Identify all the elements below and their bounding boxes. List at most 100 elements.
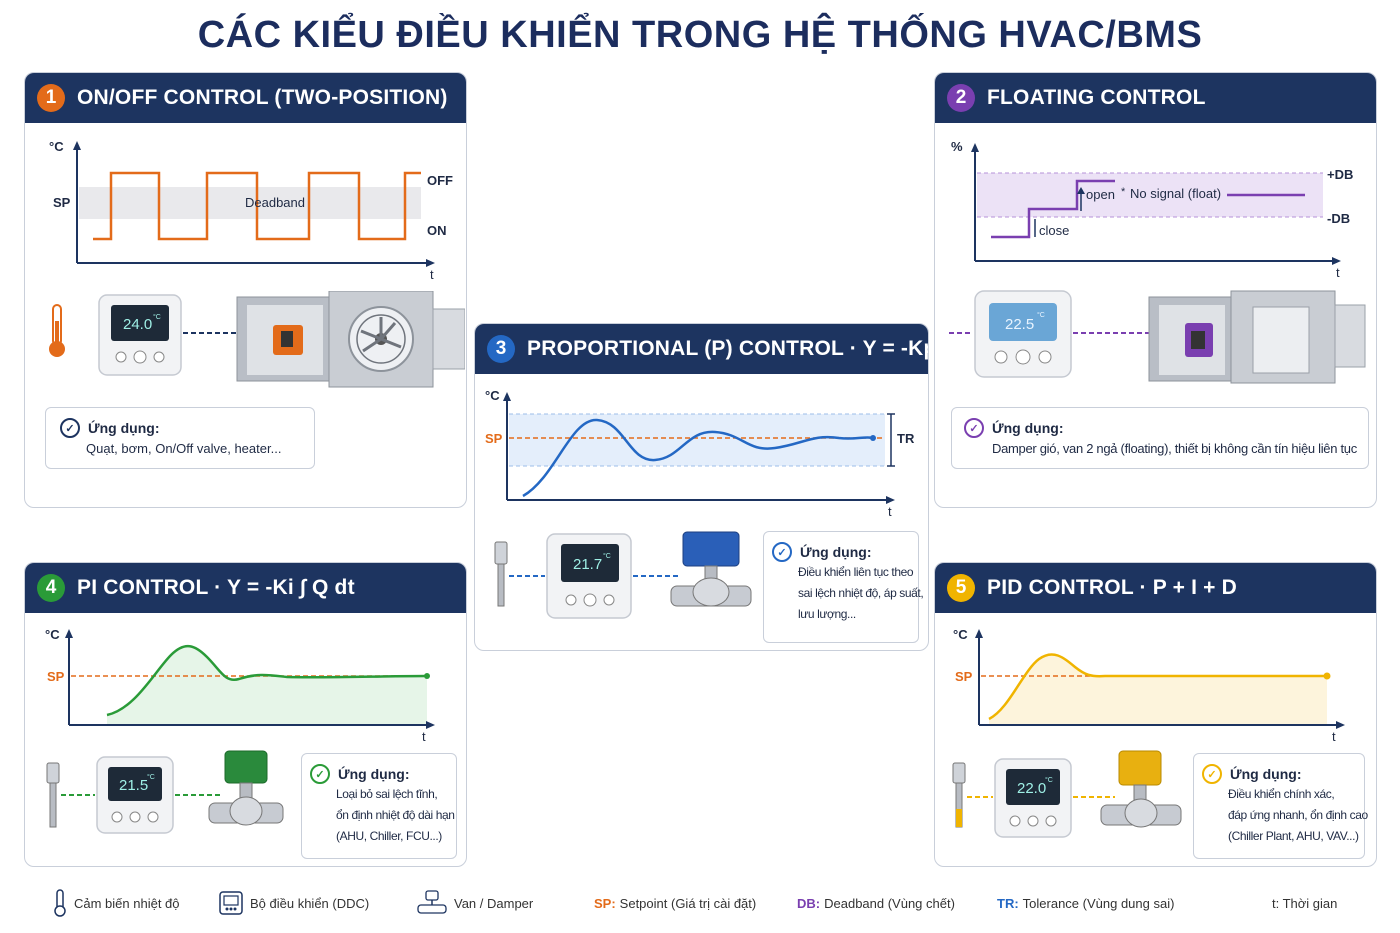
temperature-sensor-icon [494, 541, 508, 607]
application-line: ổn định nhiệt độ dài hạn [336, 808, 455, 822]
controller-display: 24.0 [123, 316, 152, 333]
damper-icon [1148, 290, 1366, 384]
legend-valve: Van / Damper [416, 886, 533, 920]
panel-header: 4 PI CONTROL · Y = -Ki ∫ Q dt [25, 563, 466, 613]
legend-controller: Bộ điều khiển (DDC) [218, 886, 369, 920]
panel-pid-control: 5 PID CONTROL · P + I + D °C SP t 22.0 °… [934, 562, 1377, 867]
x-axis-label: t [422, 729, 426, 744]
open-label: open [1086, 187, 1115, 202]
panel-title: PROPORTIONAL (P) CONTROL · Y = -Kp · Q [527, 337, 929, 360]
application-text: Damper gió, van 2 ngả (floating), thiết … [992, 441, 1357, 456]
response-area [107, 646, 427, 725]
y-unit-label: °C [49, 139, 64, 154]
floating-chart: % open * No signal (float) close +DB -DB… [951, 139, 1353, 280]
application-line: sai lệch nhiệt độ, áp suất, [798, 586, 924, 600]
legend-deadband: DB: Deadband (Vùng chết) [797, 886, 955, 920]
panel-header: 3 PROPORTIONAL (P) CONTROL · Y = -Kp · Q [475, 324, 928, 374]
on-label: ON [427, 223, 447, 238]
panel-title: PI CONTROL · Y = -Ki ∫ Q dt [77, 576, 355, 599]
application-line: Điều khiển liên tục theo [798, 565, 914, 579]
tr-label: TR [897, 431, 915, 446]
application-title: Ứng dụng: [88, 420, 160, 436]
y-unit-label: °C [45, 627, 60, 642]
panel-title: ON/OFF CONTROL (TWO-POSITION) [77, 86, 448, 109]
x-axis-label: t [1336, 265, 1340, 280]
panel-pi-control: 4 PI CONTROL · Y = -Ki ∫ Q dt °C SP t 21… [24, 562, 467, 867]
y-unit-label: °C [485, 388, 500, 403]
legend-label: Setpoint (Giá trị cài đặt) [619, 895, 757, 911]
onoff-chart: °C SP Deadband OFF ON t [49, 139, 453, 282]
check-icon: ✓ [1202, 764, 1222, 784]
controller-icon: 24.0 °C [98, 294, 182, 376]
onoff-signal-line [93, 171, 421, 241]
svg-text:*: * [1121, 186, 1126, 198]
plus-db-label: +DB [1327, 167, 1353, 182]
panel-number-badge: 2 [947, 84, 975, 112]
application-title: Ứng dụng: [1230, 766, 1302, 782]
application-box: ✓ Ứng dụng: Điều khiển liên tục theo sai … [763, 531, 924, 643]
pi-response-curve [106, 645, 428, 717]
legend-key: TR: [997, 895, 1019, 911]
proportional-equipment: 21.7 °C [494, 531, 752, 619]
check-icon: ✓ [772, 542, 792, 562]
application-box: ✓Ứng dụng: Damper gió, van 2 ngả (floati… [951, 407, 1369, 469]
onoff-equipment: 24.0 °C [49, 291, 465, 388]
application-title: Ứng dụng: [338, 766, 410, 782]
panel-onoff-control: 1 ON/OFF CONTROL (TWO-POSITION) °C SP De… [24, 72, 467, 508]
svg-text:°C: °C [147, 773, 155, 781]
sp-label: SP [53, 195, 71, 210]
panel-header: 1 ON/OFF CONTROL (TWO-POSITION) [25, 73, 466, 123]
svg-text:°C: °C [1045, 776, 1053, 784]
application-box: ✓ Ứng dụng: Loại bỏ sai lệch tĩnh, ổn địn… [301, 753, 457, 859]
application-title: Ứng dụng: [992, 420, 1064, 436]
application-box: ✓Ứng dụng: Điều khiển chính xác, đáp ứng… [1193, 753, 1368, 859]
x-axis-label: t [430, 267, 434, 282]
page-title: CÁC KIỂU ĐIỀU KHIỂN TRONG HỆ THỐNG HVAC/… [197, 14, 1203, 56]
application-line: (AHU, Chiller, FCU...) [336, 829, 442, 843]
damper-fan-icon [236, 291, 465, 388]
response-area [989, 654, 1327, 725]
legend-label: Tolerance (Vùng dung sai) [1022, 895, 1175, 911]
panel-header: 2 FLOATING CONTROL [935, 73, 1376, 123]
x-axis-label: t [888, 504, 892, 519]
valve-icon [417, 890, 447, 914]
controller-icon: 21.5 °C [96, 756, 174, 834]
y-axis-arrow [73, 141, 81, 150]
pid-chart: °C SP t [953, 627, 1345, 744]
application-title: Ứng dụng: [800, 544, 872, 560]
svg-text:°C: °C [603, 552, 611, 560]
legend-key: SP: [594, 895, 616, 911]
legend-label: Deadband (Vùng chết) [824, 895, 955, 911]
panel-number-badge: 5 [947, 574, 975, 602]
valve-icon [1100, 750, 1182, 828]
sp-label: SP [485, 431, 503, 446]
pid-response-curve [988, 653, 1327, 721]
controller-icon: 22.0 °C [994, 758, 1072, 838]
application-line: đáp ứng nhanh, ổn định cao [1228, 808, 1368, 822]
panel-proportional-control: 3 PROPORTIONAL (P) CONTROL · Y = -Kp · Q… [474, 323, 929, 651]
temperature-sensor-icon [46, 762, 60, 828]
valve-icon [670, 531, 752, 607]
check-icon: ✓ [60, 418, 80, 438]
controller-display: 21.7 [573, 556, 602, 573]
controller-icon: 21.7 °C [546, 533, 632, 619]
pi-chart: °C SP t [45, 627, 435, 744]
check-icon: ✓ [310, 764, 330, 784]
legend-setpoint: SP: Setpoint (Giá trị cài đặt) [594, 886, 756, 920]
panel-number-badge: 1 [37, 84, 65, 112]
legend-tolerance: TR: Tolerance (Vùng dung sai) [997, 886, 1174, 920]
off-label: OFF [427, 173, 453, 188]
controller-display: 22.0 [1017, 780, 1046, 797]
close-label: close [1039, 223, 1069, 238]
panel-title: FLOATING CONTROL [987, 86, 1206, 109]
panel-number-badge: 4 [37, 574, 65, 602]
application-line: Loại bỏ sai lệch tĩnh, [336, 787, 438, 801]
sp-label: SP [47, 669, 65, 684]
legend-label: Van / Damper [454, 895, 534, 911]
temperature-sensor-icon [952, 762, 966, 828]
thermometer-icon [54, 889, 66, 917]
legend-label: Bộ điều khiển (DDC) [250, 895, 370, 911]
panel-header: 5 PID CONTROL · P + I + D [935, 563, 1376, 613]
legend-label: t: Thời gian [1272, 895, 1338, 911]
no-signal-label: No signal (float) [1130, 186, 1221, 201]
